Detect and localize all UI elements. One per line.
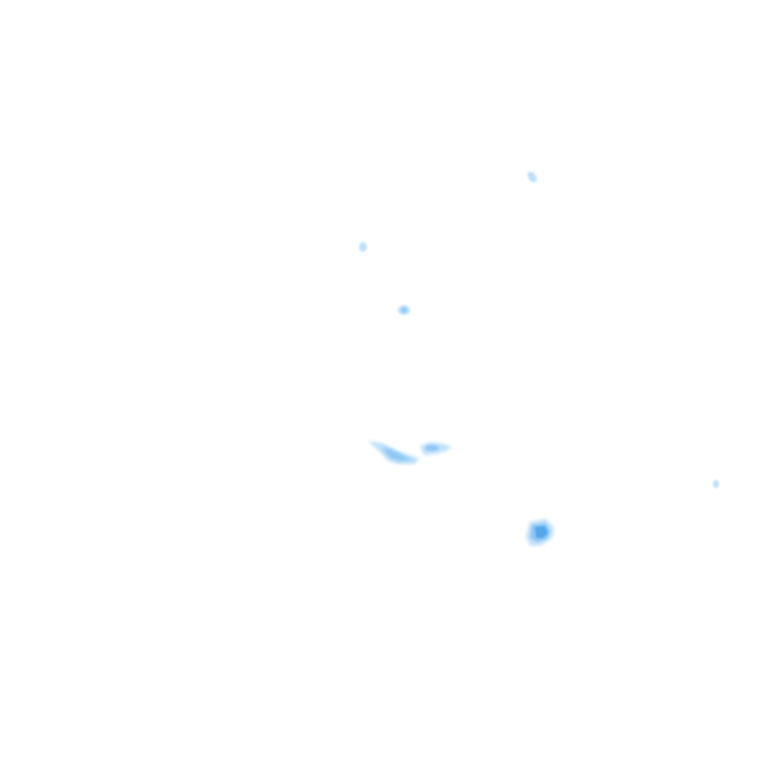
echo-band-central bbox=[368, 441, 452, 464]
echo-cell-center bbox=[398, 305, 410, 315]
echo-cell-west bbox=[359, 242, 367, 252]
echo-cell-east bbox=[713, 480, 719, 488]
echo-cell-south bbox=[526, 519, 554, 546]
echo-cell-north bbox=[527, 171, 537, 183]
